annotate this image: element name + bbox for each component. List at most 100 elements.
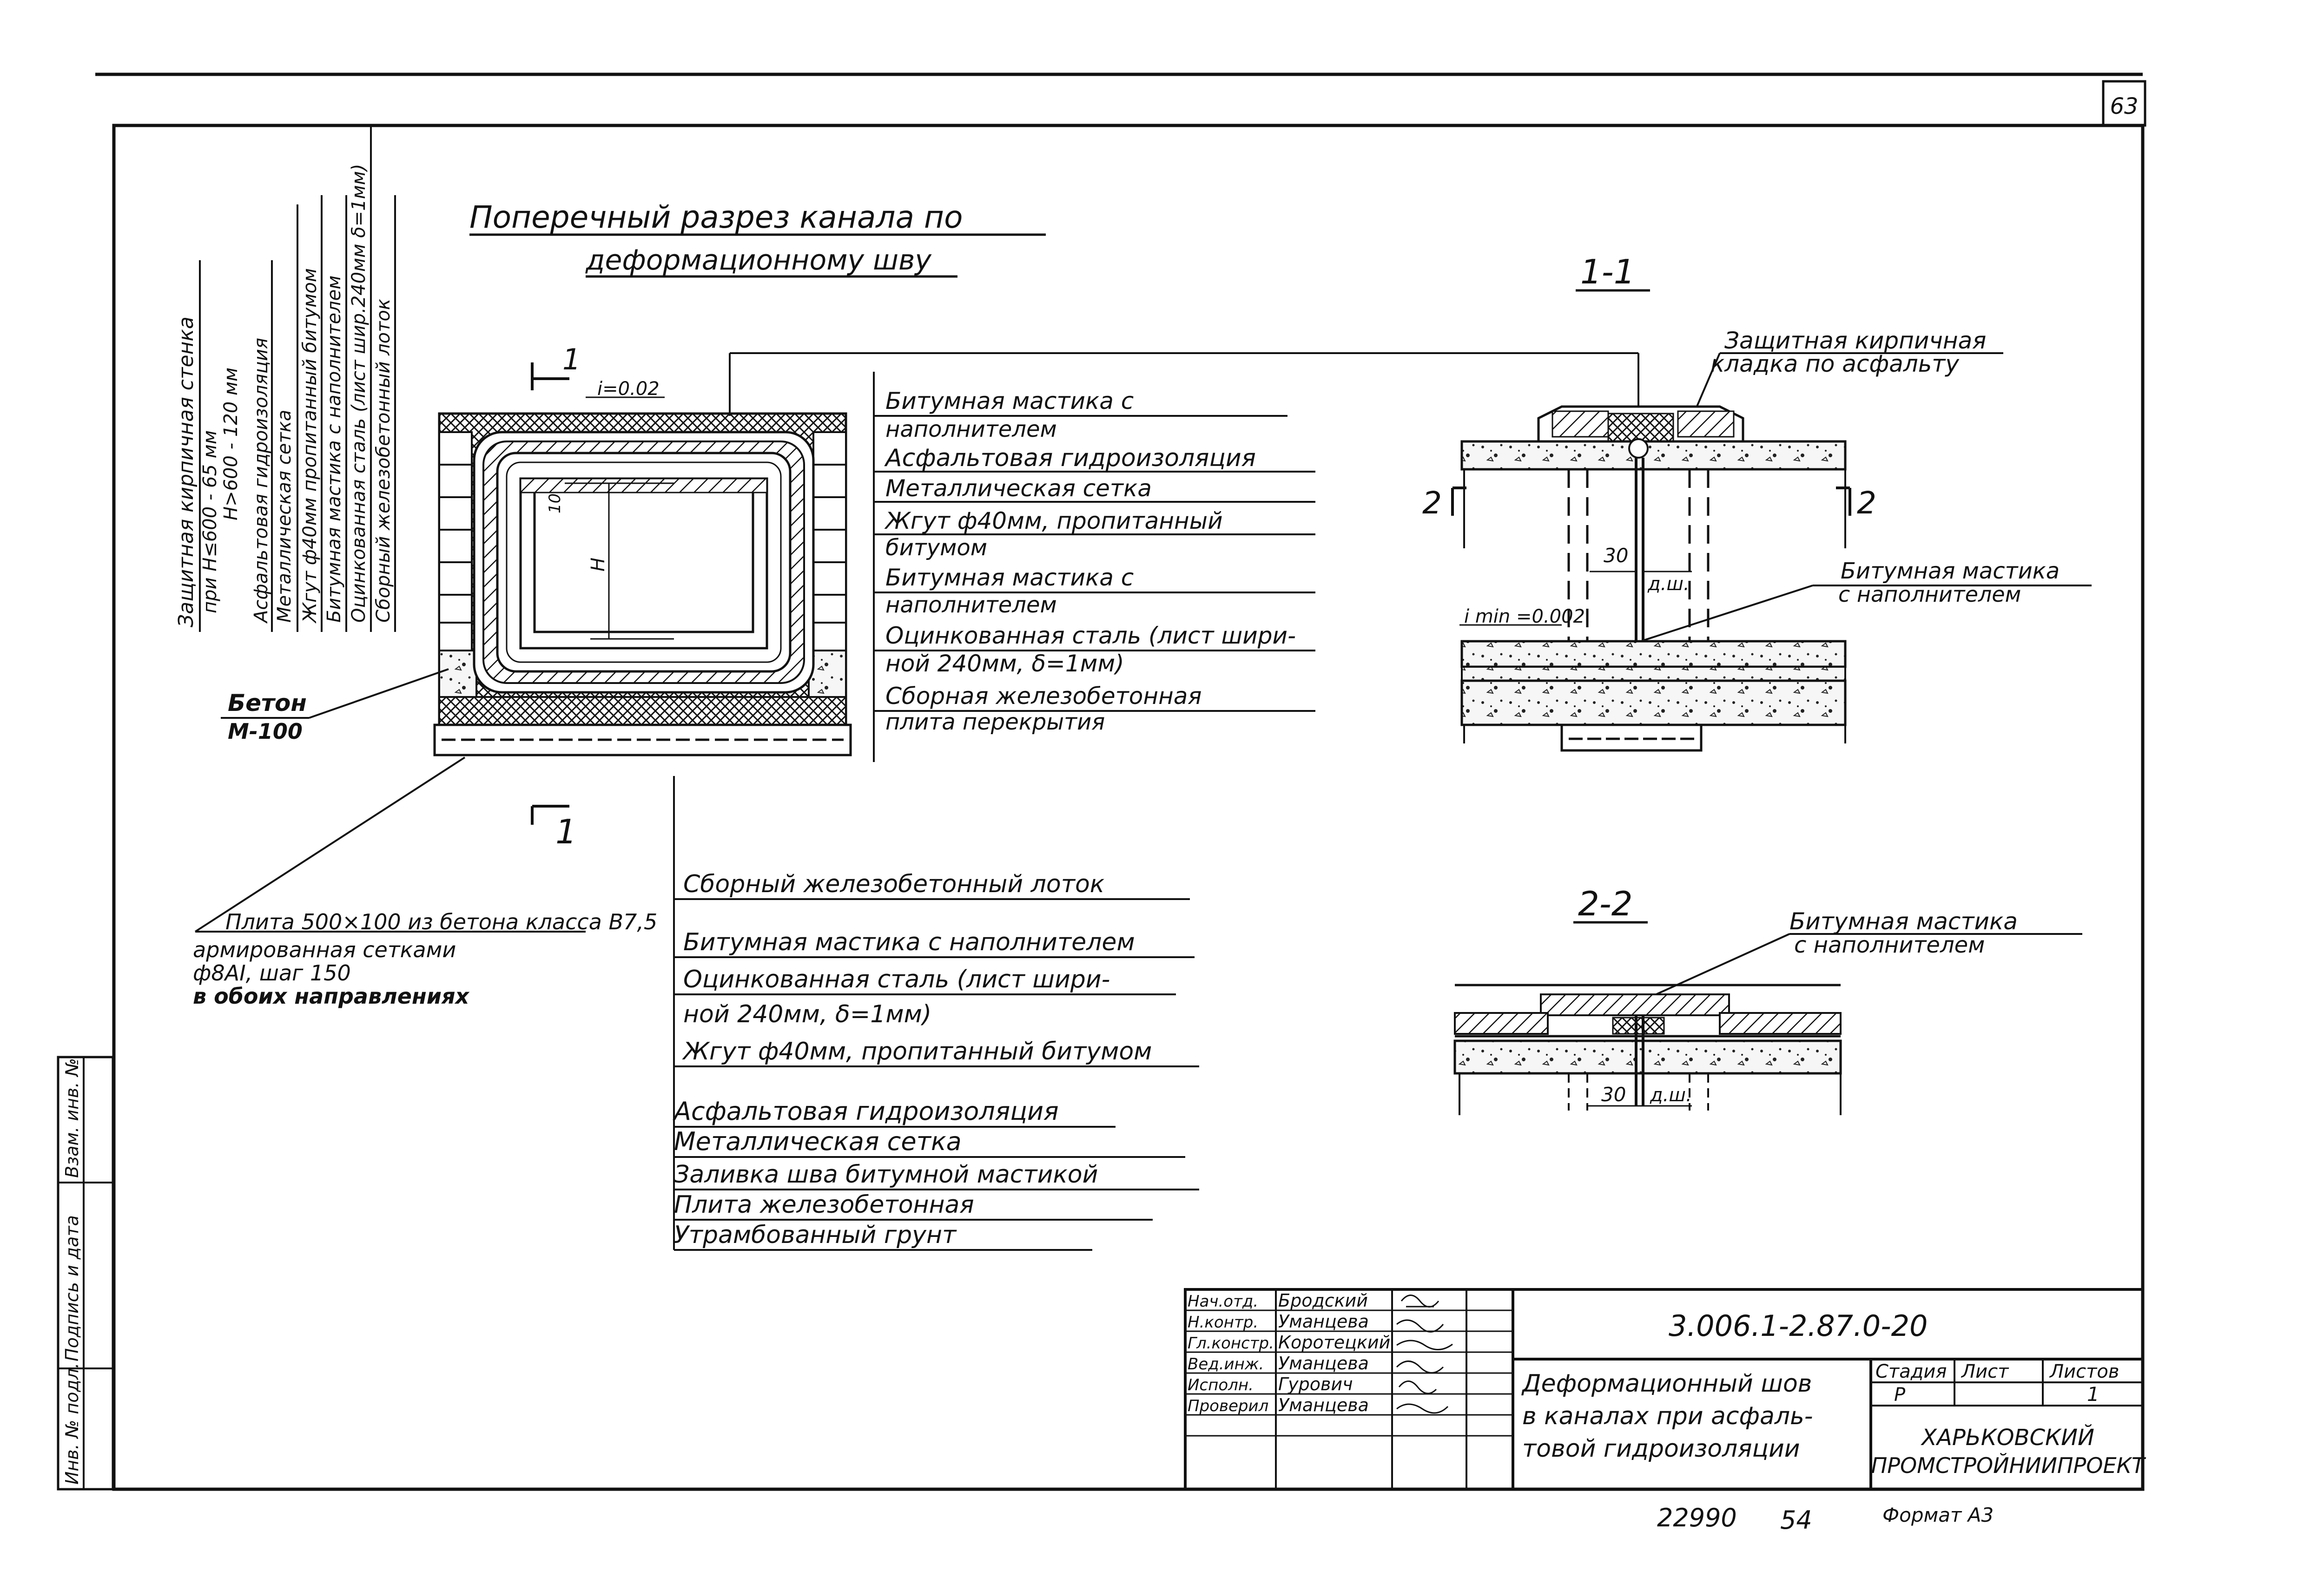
stamp-column: [57, 1056, 114, 1491]
callout-b-3: ной 240мм, δ=1мм): [683, 1000, 931, 1028]
org-name-1: ХАРЬКОВСКИЙ: [1920, 1424, 2094, 1451]
stamp-replace-label: Взам. инв. №: [62, 1058, 82, 1178]
vlabel-5: Жгут ф40мм пропитанный битумом: [299, 268, 321, 624]
beton-label: Бетон: [228, 690, 307, 716]
callout-r-7: наполнителем: [885, 592, 1057, 618]
section-mark-top: [531, 362, 665, 398]
role-0: Нач.отд.: [1188, 1292, 1258, 1311]
plate-note-2: ф8АI, шаг 150: [193, 960, 351, 986]
plate-note-3: в обоих направлениях: [193, 984, 469, 1009]
brick-wall-left: [438, 431, 473, 651]
page-number: 63: [2110, 93, 2138, 119]
left-vertical-labels: Защитная кирпичная стенка при H≤600 - 65…: [174, 125, 396, 632]
role-1: Н.контр.: [1188, 1313, 1258, 1332]
description-1: Деформационный шов: [1521, 1370, 1812, 1398]
callout-b-4: Жгут ф40мм, пропитанный битумом: [682, 1038, 1152, 1065]
role-4: Исполн.: [1188, 1376, 1254, 1394]
sheets-value: 1: [2087, 1383, 2100, 1406]
section22-title: 2-2: [1578, 884, 1633, 923]
vlabel-8: Сборный железобетонный лоток: [373, 299, 394, 623]
section11-label-top-1: Защитная кирпичная: [1724, 327, 1986, 354]
name-3: Уманцева: [1278, 1353, 1369, 1374]
stamp-sign-label: Подпись и дата: [62, 1215, 82, 1361]
right-leaders: [729, 352, 1639, 762]
section22-dim-30: 30: [1601, 1083, 1626, 1106]
callout-b-5: Асфальтовая гидроизоляция: [673, 1097, 1059, 1126]
role-2: Гл.констр.: [1188, 1334, 1274, 1353]
bottom-callouts: Сборный железобетонный лоток Битумная ма…: [673, 870, 1152, 1249]
section11-drawing: [1459, 405, 2092, 752]
vlabel-0: Защитная кирпичная стенка: [174, 316, 198, 627]
dim-10: 10: [546, 493, 564, 513]
section22-label-2: с наполнителем: [1794, 932, 1985, 958]
section11-label-mid-1: Битумная мастика: [1841, 558, 2060, 584]
callout-r-2: Асфальтовая гидроизоляция: [884, 444, 1256, 472]
section11-mark-right: 2: [1857, 485, 1876, 521]
section11-slope: i min =0.002: [1464, 606, 1585, 627]
section11-label-top-2: кладка по асфальту: [1710, 350, 1960, 377]
main-title-line1: Поперечный разрез канала по: [469, 199, 963, 235]
footer-number: 22990: [1657, 1503, 1737, 1532]
section-mark-bottom-number: 1: [555, 812, 577, 851]
main-title-line2: деформационному шву: [585, 244, 932, 276]
vlabel-6: Битумная мастика с наполнителем: [324, 276, 345, 623]
vlabel-3: Асфальтовая гидроизоляция: [251, 338, 272, 624]
callout-b-0: Сборный железобетонный лоток: [683, 870, 1105, 898]
callout-r-5: битумом: [885, 535, 987, 561]
section22-drawing: [1453, 984, 1842, 1115]
doc-code: 3.006.1-2.87.0-20: [1669, 1309, 1928, 1343]
callout-r-4: Жгут ф40мм, пропитанный: [884, 507, 1223, 534]
stamp-inv-label: Инв. № подл.: [62, 1363, 82, 1485]
sheet-frame: [95, 72, 2146, 1491]
callout-r-9: ной 240мм, δ=1мм): [885, 650, 1124, 677]
sheet-header: Лист: [1961, 1361, 2009, 1382]
plate-note: Плита 500×100 из бетона класса В7,5 арми…: [193, 909, 657, 1009]
main-cross-section: [433, 412, 852, 756]
description-2: в каналах при асфаль-: [1522, 1402, 1813, 1430]
callout-r-8: Оцинкованная сталь (лист шири-: [885, 622, 1296, 649]
callout-r-6: Битумная мастика с: [885, 564, 1134, 591]
bottom-leaders: [674, 898, 1199, 1251]
slope-label: i=0.02: [597, 378, 660, 400]
stage-header: Стадия: [1875, 1361, 1947, 1382]
callout-b-9: Утрамбованный грунт: [674, 1221, 957, 1249]
name-4: Гурович: [1278, 1374, 1353, 1394]
role-3: Вед.инж.: [1188, 1355, 1264, 1374]
vlabel-4: Металлическая сетка: [274, 410, 295, 623]
footer-format: Формат А3: [1882, 1504, 1994, 1526]
brick-wall-right: [812, 431, 847, 651]
plate-note-0: Плита 500×100 из бетона класса В7,5: [225, 909, 657, 934]
callout-r-1: наполнителем: [885, 416, 1057, 442]
callout-b-6: Металлическая сетка: [674, 1127, 962, 1156]
name-0: Бродский: [1278, 1290, 1368, 1311]
section-mark-top-number: 1: [562, 342, 581, 376]
section11-dim-dsh: д.ш.: [1647, 573, 1690, 595]
title-block-roles: Нач.отд. Н.контр. Гл.констр. Вед.инж. Ис…: [1188, 1292, 1274, 1415]
plate-note-1: армированная сетками: [193, 937, 456, 962]
callout-b-1: Битумная мастика с наполнителем: [683, 928, 1135, 956]
dim-H: H: [588, 558, 609, 572]
section11-dim-30: 30: [1604, 544, 1628, 567]
section11-cut-marks: [1451, 486, 1851, 516]
footer-code: 54: [1780, 1505, 1812, 1535]
right-callouts: Битумная мастика с наполнителем Асфальто…: [884, 388, 1296, 735]
callout-r-3: Металлическая сетка: [885, 475, 1152, 502]
description-3: товой гидроизоляции: [1522, 1435, 1800, 1463]
callout-b-7: Заливка шва битумной мастикой: [674, 1161, 1098, 1189]
vlabel-7: Оцинкованная сталь (лист шир.240мм δ=1мм…: [348, 164, 370, 623]
name-5: Уманцева: [1278, 1395, 1369, 1415]
callout-b-8: Плита железобетонная: [674, 1191, 974, 1219]
name-2: Коротецкий: [1278, 1332, 1390, 1353]
stage-value: Р: [1894, 1384, 1906, 1406]
beton-grade: М-100: [228, 719, 303, 744]
section11-mark-left: 2: [1422, 485, 1442, 521]
section22-dim-dsh: д.ш.: [1650, 1085, 1692, 1106]
role-5: Проверил: [1188, 1397, 1268, 1415]
callout-b-2: Оцинкованная сталь (лист шири-: [683, 966, 1110, 993]
title-block-grid: [1184, 1288, 2144, 1491]
signatures: [1396, 1295, 1453, 1414]
callout-r-10: Сборная железобетонная: [885, 683, 1202, 710]
vlabel-1: при H≤600 - 65 мм: [199, 430, 221, 613]
title-block-names: Бродский Уманцева Коротецкий Уманцева Гу…: [1278, 1290, 1390, 1415]
